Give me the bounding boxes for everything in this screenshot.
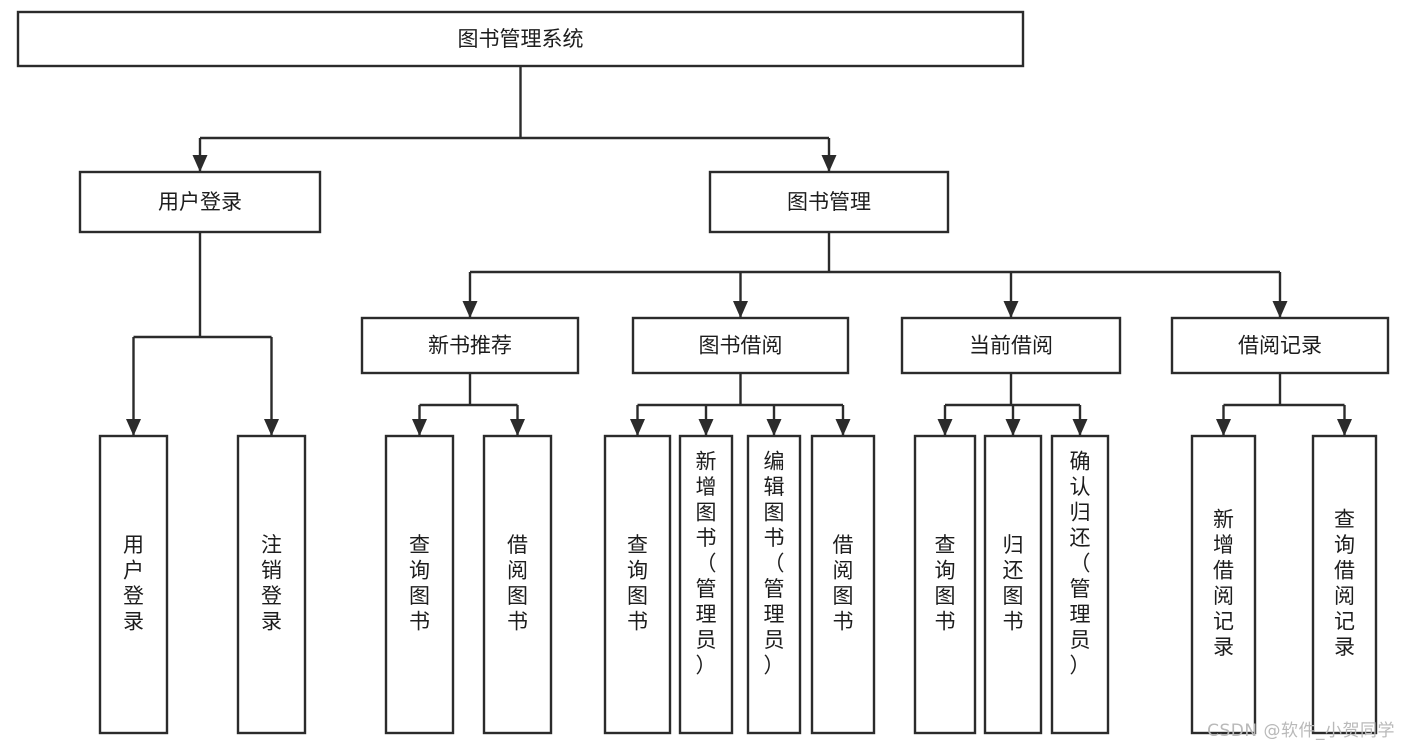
node-query-borrow-record[interactable]: 查询借阅记录 [1311,434,1378,735]
node-layer: 图书管理系统用户登录图书管理用户登录注销登录新书推荐查询图书借阅图书图书借阅查询… [16,10,1390,735]
arrow-head-icon [1005,419,1021,436]
node-label-edit-book-admin: 编辑图书（管理员） [764,449,785,677]
arrow-head-icon [1337,419,1352,436]
arrow-head-icon [733,301,748,318]
node-label-current-borrow: 当前借阅 [969,334,1053,358]
node-return-book[interactable]: 归还图书 [983,434,1043,735]
node-label-new-book-recommend: 新书推荐 [428,334,512,358]
node-confirm-return-admin[interactable]: 确认归还（管理员） [1050,434,1110,735]
node-book-borrow[interactable]: 图书借阅 [631,316,850,375]
arrow-head-icon [1216,419,1231,436]
node-label-book-manage: 图书管理 [787,190,871,214]
node-box-book-manage [708,170,950,234]
node-book-manage[interactable]: 图书管理 [708,170,950,234]
arrow-head-icon [264,419,279,436]
node-box-borrow-record [1170,316,1390,375]
arrow-head-icon [510,419,525,436]
arrow-head-icon [1003,301,1019,318]
node-root[interactable]: 图书管理系统 [16,10,1025,68]
arrow-head-icon [835,419,851,436]
node-borrow-record[interactable]: 借阅记录 [1170,316,1390,375]
arrow-head-icon [1072,419,1088,436]
arrow-head-icon [412,419,427,436]
node-box-new-book-recommend [360,316,580,375]
node-label-borrow-book-1: 借阅图书 [507,533,528,634]
node-label-logout-user: 注销登录 [261,533,282,634]
node-current-borrow[interactable]: 当前借阅 [900,316,1122,375]
arrow-head-icon [1272,301,1288,318]
node-label-add-borrow-record: 新增借阅记录 [1213,507,1234,659]
node-label-user-login: 用户登录 [158,190,242,214]
node-box-query-borrow-record [1311,434,1378,735]
node-box-query-book-3 [913,434,977,735]
node-label-query-book-3: 查询图书 [935,533,956,634]
node-box-borrow-book-1 [482,434,553,735]
node-label-borrow-record: 借阅记录 [1238,334,1322,358]
arrow-head-icon [192,155,208,172]
node-login-user[interactable]: 用户登录 [98,434,169,735]
node-box-user-login [78,170,322,234]
node-label-borrow-book-2: 借阅图书 [833,533,854,634]
arrow-head-icon [821,155,837,172]
node-label-confirm-return-admin: 确认归还（管理员） [1070,449,1091,677]
node-query-book-1[interactable]: 查询图书 [384,434,455,735]
node-box-query-book-2 [603,434,672,735]
node-label-login-user: 用户登录 [123,533,144,634]
connector-layer [126,66,1352,436]
node-query-book-3[interactable]: 查询图书 [913,434,977,735]
node-borrow-book-1[interactable]: 借阅图书 [482,434,553,735]
node-edit-book-admin[interactable]: 编辑图书（管理员） [746,434,802,735]
arrow-head-icon [462,301,478,318]
node-label-query-book-1: 查询图书 [409,533,430,634]
node-box-return-book [983,434,1043,735]
node-new-book-recommend[interactable]: 新书推荐 [360,316,580,375]
node-add-borrow-record[interactable]: 新增借阅记录 [1190,434,1257,735]
node-box-current-borrow [900,316,1122,375]
node-box-query-book-1 [384,434,455,735]
arrow-head-icon [630,419,645,436]
node-box-borrow-book-2 [810,434,876,735]
arrow-head-icon [937,419,953,436]
csdn-watermark: CSDN @软件_小贺同学 [1207,721,1395,741]
node-label-query-book-2: 查询图书 [627,533,648,634]
arrow-head-icon [126,419,141,436]
node-add-book-admin[interactable]: 新增图书（管理员） [678,434,734,735]
node-box-login-user [98,434,169,735]
node-label-book-borrow: 图书借阅 [699,334,783,358]
node-box-book-borrow [631,316,850,375]
node-box-edit-book-admin [746,434,802,735]
node-user-login[interactable]: 用户登录 [78,170,322,234]
node-box-logout-user [236,434,307,735]
node-label-add-book-admin: 新增图书（管理员） [696,449,717,677]
node-logout-user[interactable]: 注销登录 [236,434,307,735]
node-label-root: 图书管理系统 [458,27,584,51]
node-box-add-borrow-record [1190,434,1257,735]
arrow-head-icon [766,419,782,436]
node-borrow-book-2[interactable]: 借阅图书 [810,434,876,735]
node-box-root [16,10,1025,68]
node-label-query-borrow-record: 查询借阅记录 [1334,507,1355,659]
node-box-confirm-return-admin [1050,434,1110,735]
node-box-add-book-admin [678,434,734,735]
node-query-book-2[interactable]: 查询图书 [603,434,672,735]
arrow-head-icon [698,419,714,436]
node-label-return-book: 归还图书 [1003,533,1024,634]
